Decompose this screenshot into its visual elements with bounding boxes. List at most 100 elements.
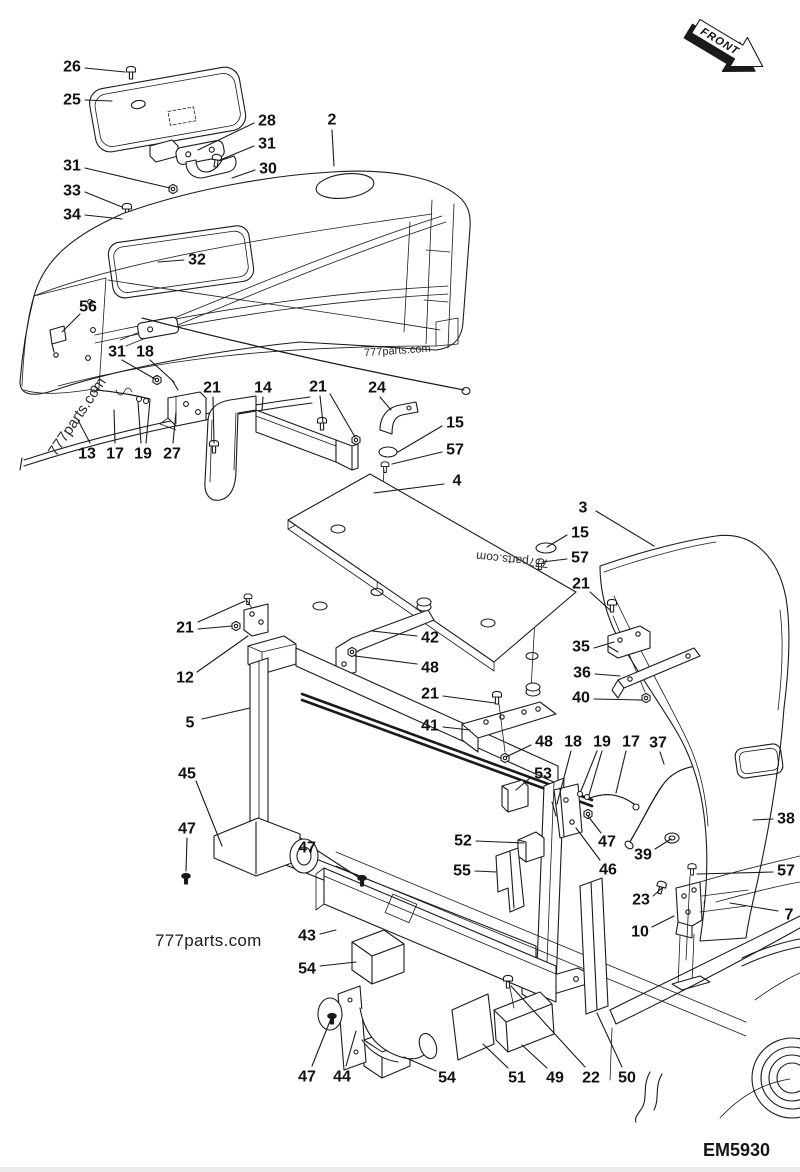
leader-line [521, 1044, 548, 1069]
leader-line [197, 625, 233, 630]
part-callout-17: 17 [622, 734, 640, 751]
part-callout-47: 47 [298, 1069, 316, 1086]
top-cover-plate [287, 446, 577, 689]
part-callout-48: 48 [421, 660, 439, 677]
part-callout-12: 12 [176, 670, 194, 687]
part-callout-13: 13 [78, 446, 96, 463]
leader-line [319, 395, 324, 424]
leader-line [197, 600, 246, 623]
leader-line [201, 707, 251, 720]
leader-line [505, 744, 532, 758]
part-callout-33: 33 [63, 183, 81, 200]
part-callout-42: 42 [421, 630, 439, 647]
part-callout-19: 19 [593, 734, 611, 751]
leader-line [195, 780, 223, 847]
leader-line [593, 641, 615, 649]
part-callout-31: 31 [63, 158, 81, 175]
part-callout-38: 38 [777, 811, 795, 828]
part-callout-51: 51 [508, 1070, 526, 1087]
leader-line [696, 871, 774, 875]
part-callout-40: 40 [572, 690, 590, 707]
part-callout-17: 17 [106, 446, 124, 463]
leader-line [345, 1030, 357, 1067]
part-callout-47: 47 [298, 840, 316, 857]
support-loop-frame [204, 395, 419, 501]
leader-line [379, 396, 392, 411]
part-callout-30: 30 [259, 161, 277, 178]
part-callout-57: 57 [571, 550, 589, 567]
part-callout-21: 21 [572, 576, 590, 593]
leader-line [541, 558, 568, 563]
leader-line [172, 411, 177, 444]
leader-line [84, 191, 123, 208]
mount-bracket-41 [461, 682, 557, 764]
leader-line [397, 425, 443, 453]
leader-line [615, 750, 627, 794]
leader-line [595, 510, 655, 547]
part-callout-27: 27 [163, 446, 181, 463]
part-callout-32: 32 [188, 252, 206, 269]
part-callout-57: 57 [446, 442, 464, 459]
leader-line [651, 915, 675, 928]
part-callout-48: 48 [535, 734, 553, 751]
leader-line [84, 67, 126, 73]
leader-line [319, 929, 337, 935]
part-callout-43: 43 [298, 928, 316, 945]
leader-line [482, 1043, 509, 1069]
front-arrow-icon: FRONT [683, 18, 764, 72]
part-callout-56: 56 [79, 299, 97, 316]
part-callout-41: 41 [421, 718, 439, 735]
part-callout-5: 5 [186, 715, 195, 732]
page-code: EM5930 [703, 1140, 771, 1160]
leader-line [403, 1056, 437, 1072]
part-callout-31: 31 [258, 136, 276, 153]
part-callout-52: 52 [454, 833, 472, 850]
page-bottom-edge [0, 1167, 800, 1172]
part-callout-54: 54 [438, 1070, 456, 1087]
part-callout-15: 15 [446, 415, 464, 432]
support-frame [231, 593, 601, 1009]
part-callout-47: 47 [178, 821, 196, 838]
leader-line [197, 122, 255, 151]
leader-line [515, 777, 531, 791]
leader-line [185, 837, 188, 872]
leader-line [652, 887, 663, 897]
part-callout-31: 31 [108, 344, 126, 361]
latch-rod-group [90, 374, 207, 431]
leader-line [588, 750, 603, 796]
part-callout-46: 46 [599, 862, 617, 879]
part-callout-10: 10 [631, 924, 649, 941]
leader-line [442, 726, 471, 731]
hinge-brackets-35-36 [606, 598, 701, 704]
part-callout-36: 36 [573, 665, 591, 682]
leader-line [596, 1012, 623, 1068]
leader-line [329, 393, 356, 438]
part-callout-50: 50 [618, 1070, 636, 1087]
leader-line [391, 451, 443, 465]
leader-line [319, 961, 357, 967]
leader-line [442, 695, 496, 704]
leader-line [594, 673, 621, 677]
leader-line [587, 815, 602, 834]
part-callout-37: 37 [649, 735, 667, 752]
firewall-assembly [181, 817, 747, 1079]
leader-line [317, 850, 359, 878]
part-callout-19: 19 [134, 446, 152, 463]
leader-line [729, 902, 779, 912]
part-callout-34: 34 [63, 207, 81, 224]
part-callout-14: 14 [254, 380, 272, 397]
part-callout-44: 44 [333, 1069, 351, 1086]
leader-line [77, 419, 91, 444]
part-callout-21: 21 [421, 686, 439, 703]
part-callout-26: 26 [63, 59, 81, 76]
leader-line [654, 838, 672, 850]
part-callout-2: 2 [328, 112, 337, 129]
machine-deck [609, 855, 800, 1123]
part-callout-7: 7 [785, 907, 794, 924]
leader-line [149, 359, 175, 383]
leader-line [575, 827, 601, 861]
part-callout-4: 4 [453, 473, 462, 490]
part-callout-28: 28 [258, 113, 276, 130]
